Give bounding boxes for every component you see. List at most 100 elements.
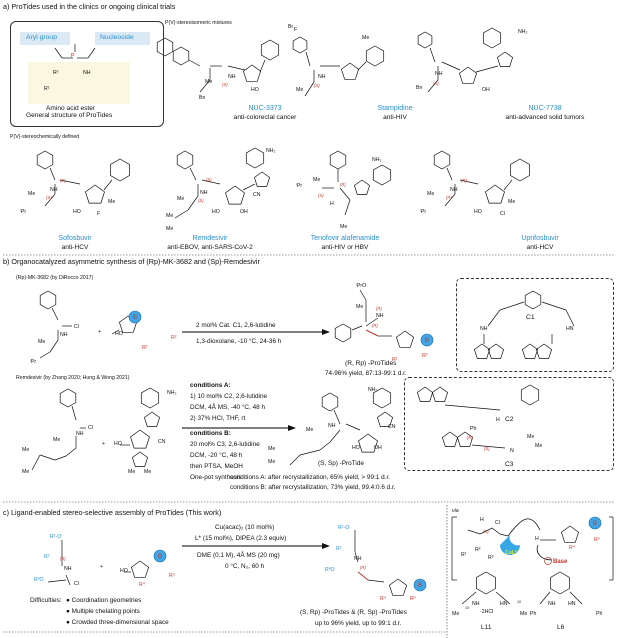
atom-label: R³O bbox=[34, 577, 44, 583]
atom-label: NH bbox=[228, 74, 236, 80]
bond bbox=[71, 405, 77, 421]
stereo-label: (R) bbox=[372, 323, 378, 328]
drug-name-sofosbuvir: Sofosbuvir bbox=[58, 235, 92, 242]
atom-label: Me bbox=[452, 611, 460, 617]
drug-activity: anti-HCV bbox=[61, 244, 89, 251]
atom-label: NH bbox=[318, 74, 326, 80]
atom-label: Me bbox=[306, 427, 314, 433]
bond bbox=[329, 429, 341, 443]
triazine-ring bbox=[140, 387, 160, 409]
pyrroloimidazole-ring bbox=[441, 431, 459, 447]
nucleobase-bead-label: B bbox=[425, 338, 429, 344]
atom-label: Me bbox=[22, 469, 30, 475]
stereo-label: (S) bbox=[60, 556, 66, 561]
bond bbox=[345, 423, 361, 431]
stereo-label: (S) bbox=[484, 446, 490, 451]
furanose-ring bbox=[130, 429, 150, 449]
atom-label: NH bbox=[83, 70, 91, 76]
conditions-a-line: 1) 10 mol% C2, 2,6-lutidine bbox=[190, 393, 268, 400]
atom-label: NH₂ bbox=[266, 148, 276, 154]
imidazole-ring bbox=[353, 179, 371, 195]
atom-label: R¹ bbox=[44, 86, 50, 92]
atom-label: R¹ bbox=[392, 357, 398, 363]
conditions-b-line: DCM, -20 °C, 48 h bbox=[190, 452, 243, 459]
bond bbox=[87, 47, 96, 59]
mk-yield: 74-96% yield, 87:13-99:1 d.r. bbox=[325, 370, 407, 377]
furanose-ring bbox=[395, 330, 415, 348]
atom-label: HO bbox=[251, 87, 259, 93]
atom-label: NH₂ bbox=[368, 387, 378, 393]
conditions-b-line: 20 mol% C3, 2,6-lutidine bbox=[190, 441, 260, 448]
cyclohexane-ring bbox=[476, 571, 496, 595]
bond bbox=[541, 301, 567, 311]
adamantane-ring bbox=[520, 384, 540, 406]
uracil-ring bbox=[110, 158, 130, 182]
atom-label: Me bbox=[340, 224, 348, 230]
atom-label: NH bbox=[472, 601, 480, 607]
bond bbox=[354, 551, 359, 563]
stereo-label: (S) bbox=[433, 81, 439, 86]
drug-activity: anti-HCV bbox=[526, 244, 554, 251]
nucleoside-highlight bbox=[95, 32, 150, 45]
atom-label: Me bbox=[205, 79, 213, 85]
atom-label: Me bbox=[527, 434, 535, 440]
atom-label: Ph bbox=[470, 426, 477, 432]
drug-activity: anti-colorectal cancer bbox=[233, 114, 297, 121]
phenyl-ring bbox=[36, 150, 54, 170]
bond bbox=[471, 444, 506, 449]
bond bbox=[539, 591, 551, 605]
triazine-ring bbox=[245, 147, 265, 169]
bond bbox=[227, 65, 246, 71]
atom-label: R¹-O bbox=[338, 525, 350, 531]
catalyst-c2-label: C2 bbox=[505, 416, 514, 423]
atom-label: NH₂ bbox=[518, 29, 528, 35]
amino-ester-highlight bbox=[28, 62, 130, 104]
bond bbox=[39, 454, 56, 461]
atom-label: OH bbox=[482, 87, 490, 93]
bond bbox=[187, 195, 199, 211]
remdesivir-product-label: (S, Sp) -ProTide bbox=[318, 460, 364, 467]
atom-label: F bbox=[294, 27, 298, 33]
atom-label: Ph bbox=[530, 611, 537, 617]
stereo-label: (R) bbox=[376, 306, 382, 311]
stereo-label: (S) bbox=[483, 529, 489, 534]
arrow-head bbox=[322, 329, 330, 335]
pyrroloimidazole-ring bbox=[535, 343, 553, 359]
catalyst-c1-label: C1 bbox=[526, 314, 535, 321]
atom-label: R² bbox=[53, 70, 59, 76]
atom-label: N bbox=[510, 448, 514, 454]
drug-name-remdesivir: Remdesivir bbox=[192, 235, 228, 242]
stereo-label: (S) bbox=[314, 83, 320, 88]
bond bbox=[429, 47, 436, 63]
atom-label: R¹ bbox=[461, 552, 467, 558]
pyrrole-ring bbox=[253, 171, 271, 187]
pyrrole-ring bbox=[143, 411, 161, 427]
imidazole-ring bbox=[521, 343, 539, 359]
bond bbox=[59, 179, 81, 185]
bond bbox=[65, 574, 71, 586]
phosphorus-atom: P bbox=[71, 53, 75, 59]
bond bbox=[499, 301, 525, 311]
atom-label: OH bbox=[374, 445, 382, 451]
mk-conditions-top: 2 mol% Cat. C1, 2,6-lutidine bbox=[196, 322, 276, 329]
imidazole-ring bbox=[456, 431, 474, 447]
phenyl-ring bbox=[334, 323, 352, 343]
amino-acid-ester-label: Amino acid ester bbox=[46, 105, 96, 112]
difficulties-label: Difficulties: bbox=[30, 597, 62, 604]
atom-label: CN bbox=[253, 192, 261, 198]
conditions-line: Cu(acac)₂ (10 mol%) bbox=[215, 524, 275, 531]
conditions-a-title: conditions A: bbox=[190, 382, 231, 389]
nucleobase-bead-label: B bbox=[593, 521, 597, 527]
general-structure-box bbox=[10, 21, 164, 127]
atom-label: Me bbox=[144, 469, 152, 475]
stereo-label: (R) bbox=[360, 565, 366, 570]
phenyl-ring bbox=[433, 150, 451, 170]
atom-label: Me bbox=[520, 611, 528, 617]
drug-activity: anti-HIV bbox=[383, 114, 407, 121]
atom-label: NH₂ bbox=[372, 157, 382, 163]
imidazole-ring bbox=[487, 343, 505, 359]
atom-label: Me bbox=[128, 469, 136, 475]
atom-label: R³ bbox=[488, 555, 494, 561]
atom-label: R² bbox=[171, 335, 177, 341]
cyclohexane-ring bbox=[550, 571, 570, 595]
